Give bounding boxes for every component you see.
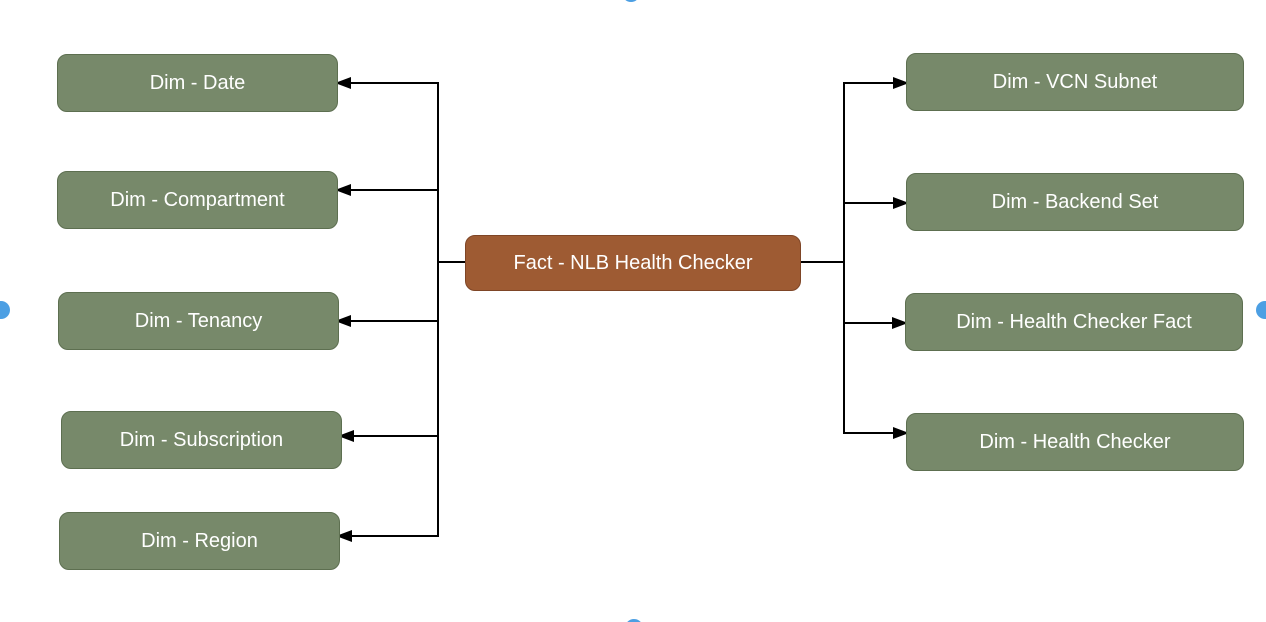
- canvas-handle-right-icon[interactable]: [1256, 301, 1266, 319]
- dim-node-vcn-subnet[interactable]: Dim - VCN Subnet: [906, 53, 1244, 111]
- dim-node-date[interactable]: Dim - Date: [57, 54, 338, 112]
- dim-node-compartment-label: Dim - Compartment: [110, 189, 285, 211]
- dim-node-region-label: Dim - Region: [141, 530, 258, 552]
- dim-node-subscription[interactable]: Dim - Subscription: [61, 411, 342, 469]
- fact-node-label: Fact - NLB Health Checker: [513, 252, 753, 274]
- left-connector-tree: [335, 77, 465, 542]
- dim-node-health-checker-label: Dim - Health Checker: [979, 431, 1171, 453]
- dim-node-health-checker[interactable]: Dim - Health Checker: [906, 413, 1244, 471]
- canvas-handle-top-icon[interactable]: [622, 0, 640, 2]
- dim-node-tenancy-label: Dim - Tenancy: [134, 310, 263, 332]
- canvas-handle-left-icon[interactable]: [0, 301, 10, 319]
- dim-node-health-checker-fact[interactable]: Dim - Health Checker Fact: [905, 293, 1243, 351]
- dim-node-date-label: Dim - Date: [149, 72, 246, 94]
- dim-node-tenancy[interactable]: Dim - Tenancy: [58, 292, 339, 350]
- dim-node-backend-set[interactable]: Dim - Backend Set: [906, 173, 1244, 231]
- dim-node-health-checker-fact-label: Dim - Health Checker Fact: [956, 311, 1192, 333]
- dim-node-compartment[interactable]: Dim - Compartment: [57, 171, 338, 229]
- right-connector-tree: [801, 77, 909, 439]
- fact-node-nlb-health-checker[interactable]: Fact - NLB Health Checker: [465, 235, 801, 291]
- dim-node-backend-set-label: Dim - Backend Set: [991, 191, 1159, 213]
- dim-node-subscription-label: Dim - Subscription: [119, 429, 284, 451]
- dim-node-vcn-subnet-label: Dim - VCN Subnet: [992, 71, 1158, 93]
- dim-node-region[interactable]: Dim - Region: [59, 512, 340, 570]
- canvas-handle-bottom-icon[interactable]: [625, 619, 643, 622]
